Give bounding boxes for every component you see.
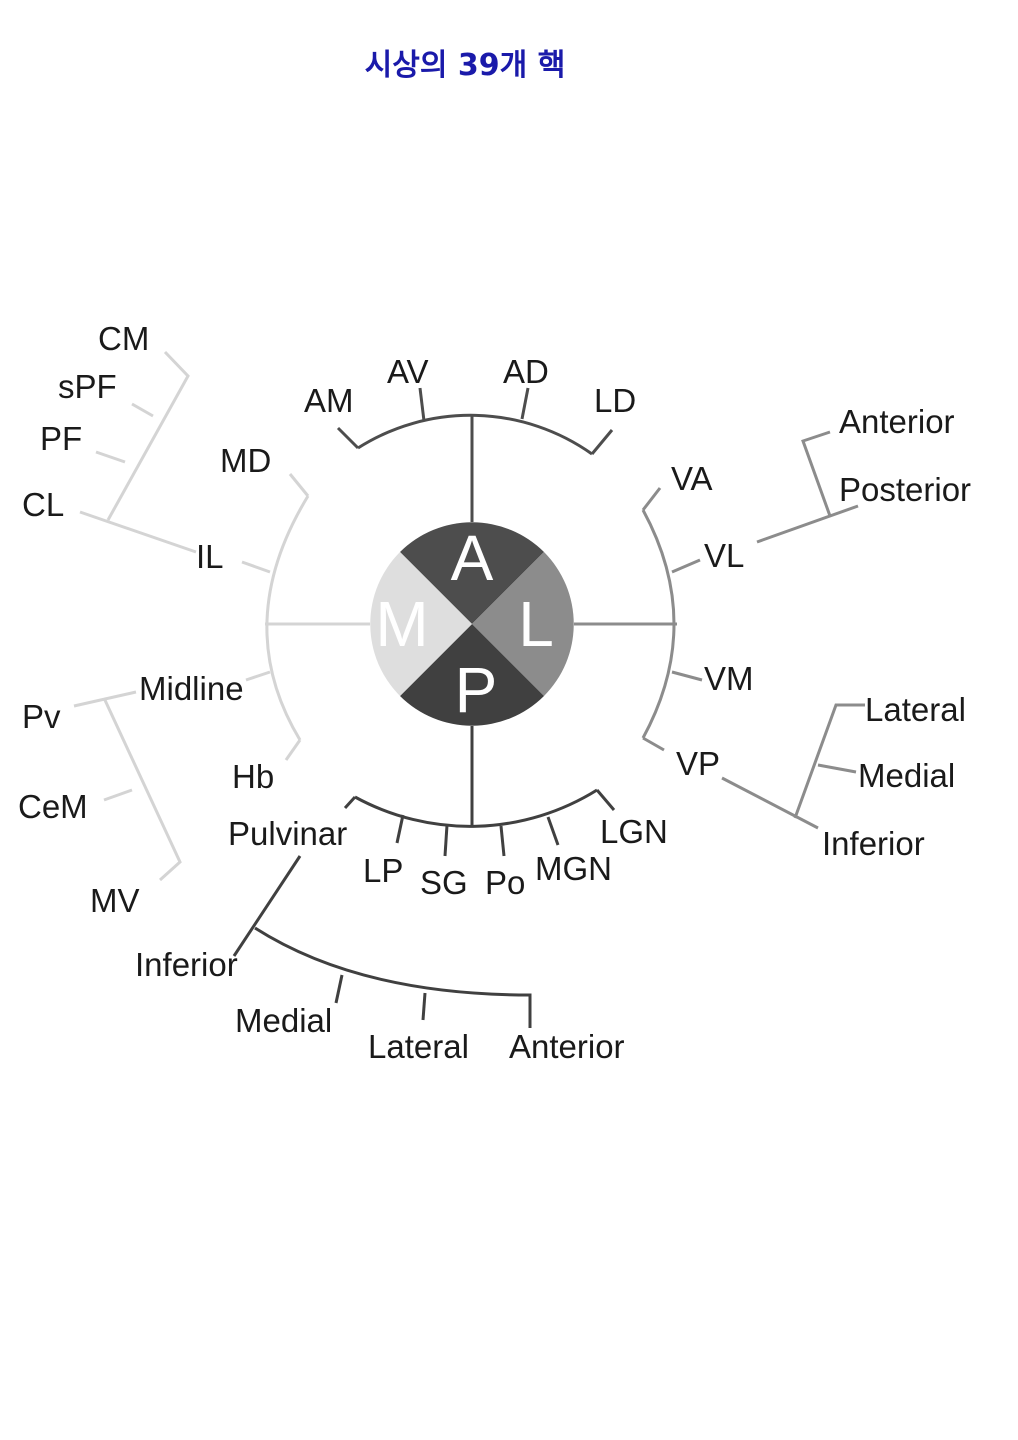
label-pulv-inferior: Inferior [135,946,238,983]
pulvinar-sub-arc [254,926,532,1028]
tick-il [241,560,271,574]
tick-pulv-lateral [421,992,427,1021]
quadrant-anterior [400,522,544,624]
vl-branch [756,504,859,544]
tick-po [499,825,506,857]
label-mgn: MGN [535,850,612,887]
vp-sub-line [793,703,865,819]
label-sg: SG [420,864,468,901]
il-sub-line [106,350,190,521]
anterior-group [336,387,614,522]
tick-vl [671,558,701,574]
label-cl: CL [22,486,64,523]
label-pulvinar: Pulvinar [228,815,347,852]
tick-pulvinar [343,795,357,810]
pulvinar-branch [232,855,302,957]
label-il: IL [196,538,224,575]
tick-pf [95,450,126,464]
tick-vp-medial [817,763,857,774]
letter-l: L [518,588,554,660]
label-pulv-lateral: Lateral [368,1028,469,1065]
tick-cem [103,788,133,802]
tick-ad [520,387,530,420]
tick-mgn [546,816,560,846]
tick-pulv-medial [334,974,344,1004]
quadrant-posterior [400,624,544,726]
midline-sub-line [102,697,182,882]
label-vl-posterior: Posterior [839,471,971,508]
quadrant-medial [370,552,472,696]
label-vm: VM [704,660,754,697]
lateral-group [574,430,865,830]
label-lp: LP [363,852,403,889]
label-pulv-anterior: Anterior [509,1028,625,1065]
label-spf: sPF [58,368,117,405]
tick-hb [284,739,302,761]
tick-va [641,487,662,511]
label-midline: Midline [139,670,244,707]
label-hb: Hb [232,758,274,795]
tick-lp [395,814,405,844]
letter-a: A [451,522,494,594]
tick-md [288,473,310,497]
letter-m: M [375,588,428,660]
tick-vp [642,736,665,752]
center-disc: A L P M [370,522,574,726]
vl-sub-line [801,430,832,517]
label-vp: VP [676,745,720,782]
label-vp-medial: Medial [858,757,955,794]
label-mv: MV [90,882,140,919]
anterior-arc [357,413,593,456]
quadrant-lateral [472,552,574,696]
label-ld: LD [594,382,636,419]
label-ad: AD [503,353,549,390]
vp-branch [721,776,819,830]
label-am: AM [304,382,354,419]
tick-am [336,426,360,450]
label-md: MD [220,442,271,479]
label-lgn: LGN [600,813,668,850]
label-vl-anterior: Anterior [839,403,955,440]
label-vp-inferior: Inferior [822,825,925,862]
tick-ld [590,429,614,455]
medial-arc [265,495,310,741]
label-vp-lateral: Lateral [865,691,966,728]
il-branch [79,510,197,554]
posterior-arc [354,788,598,828]
label-av: AV [387,353,429,390]
posterior-group [232,726,616,1028]
label-cem: CeM [18,788,88,825]
tick-vm [671,670,703,682]
letter-p: P [455,654,498,726]
lateral-arc [641,509,676,739]
label-pv: Pv [22,698,61,735]
page-title: 시상의 39개 핵 [364,48,566,83]
tick-av [418,387,426,422]
medial-group [73,350,370,882]
label-vl: VL [704,537,744,574]
tick-spf [131,402,154,418]
tick-midline [245,670,271,682]
label-pf: PF [40,420,82,457]
label-cm: CM [98,320,149,357]
label-pulv-medial: Medial [235,1002,332,1039]
label-va: VA [671,460,713,497]
label-po: Po [485,864,525,901]
tick-lgn [595,789,616,811]
tick-sg [443,824,449,857]
